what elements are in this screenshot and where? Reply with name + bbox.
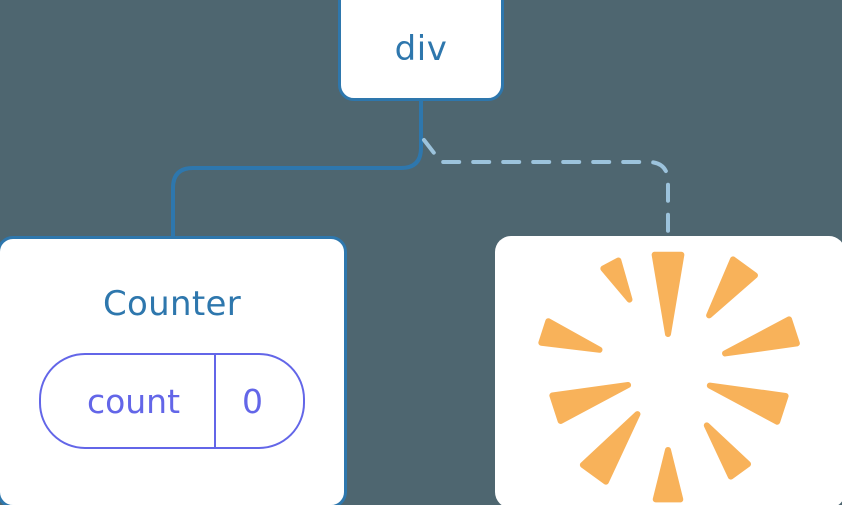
- burst-ray-1: [706, 256, 758, 319]
- burst-ray-3: [706, 382, 789, 425]
- div-node-label: div: [394, 28, 448, 69]
- burst-ray-7: [549, 381, 632, 424]
- state-pill[interactable]: count 0: [38, 353, 306, 449]
- div-to-counter-connector: [171, 98, 423, 242]
- div-node[interactable]: div: [338, 0, 504, 101]
- state-key: count: [86, 381, 181, 421]
- sparkle-burst-icon: [538, 251, 800, 503]
- state-value: 0: [242, 381, 264, 421]
- burst-ray-2: [722, 316, 800, 357]
- burst-ray-5: [652, 447, 684, 503]
- counter-node-label: Counter: [103, 284, 241, 324]
- burst-ray-8: [538, 318, 603, 353]
- burst-ray-4: [703, 422, 752, 480]
- counter-node[interactable]: Counter count 0: [0, 236, 347, 505]
- burst-node[interactable]: [495, 236, 842, 505]
- burst-ray-0: [651, 251, 685, 337]
- burst-ray-9: [600, 257, 633, 303]
- div-to-burst-connector: [422, 138, 670, 242]
- burst-ray-6: [579, 411, 641, 485]
- state-pill-divider: [214, 355, 217, 447]
